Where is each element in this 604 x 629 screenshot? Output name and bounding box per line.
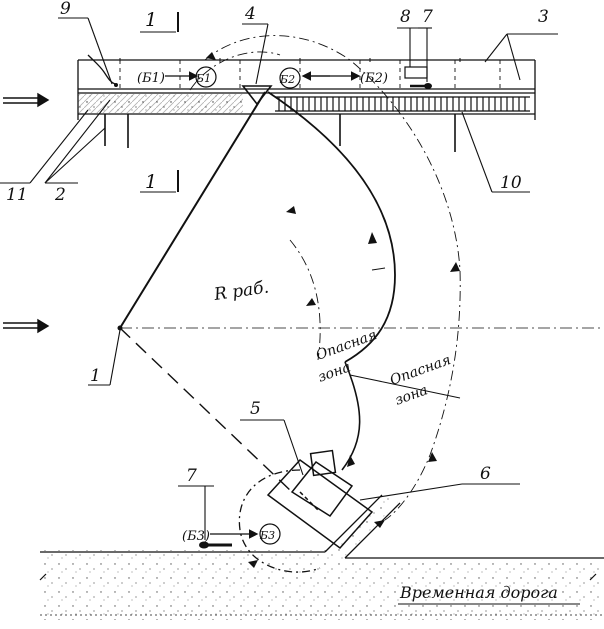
entry-arrows	[3, 92, 50, 334]
callout-1-top: 1	[145, 9, 157, 31]
marker-b1-paren: (Б1)	[137, 71, 165, 86]
radius-label: R раб.	[212, 277, 270, 305]
callout-8: 8	[400, 7, 411, 27]
road-label: Временная дорога	[399, 583, 558, 602]
callout-3: 3	[538, 7, 549, 27]
callout-4: 4	[244, 4, 256, 24]
block-markers-top: (Б1) Б1 Б2 (Б2)	[137, 66, 388, 89]
marker-b2-paren: (Б2)	[360, 71, 388, 86]
callout-7-top: 7	[422, 7, 433, 27]
callout-2: 2	[54, 185, 66, 205]
danger-zone-a-line2: зона	[316, 359, 353, 386]
danger-zone-a-line1: Опасная	[314, 327, 379, 364]
frame-structure	[77, 54, 536, 152]
marker-b1-circle: Б1	[195, 72, 211, 85]
block-markers-bottom: (Б3) Б3	[182, 523, 281, 549]
temporary-road	[39, 494, 604, 620]
callout-6: 6	[480, 464, 491, 484]
crane-radius-geometry	[117, 35, 604, 573]
rail-track	[275, 97, 530, 111]
marker-b2-circle: Б2	[279, 73, 295, 86]
callout-1-bottom-section: 1	[145, 171, 157, 193]
callout-10: 10	[500, 173, 522, 193]
marker-b3-paren: (Б3)	[182, 529, 210, 544]
callout-leaders	[0, 17, 558, 540]
item-7-bottom-bucket	[199, 541, 209, 549]
marker-b3-circle: Б3	[259, 529, 275, 542]
item-7-top-bucket	[424, 83, 432, 89]
callout-9: 9	[60, 0, 71, 19]
callout-7-bottom: 7	[186, 466, 197, 486]
item-8-box	[404, 66, 428, 79]
callout-11: 11	[6, 185, 28, 205]
callout-1-crane: 1	[90, 366, 101, 386]
callout-5: 5	[250, 399, 261, 419]
